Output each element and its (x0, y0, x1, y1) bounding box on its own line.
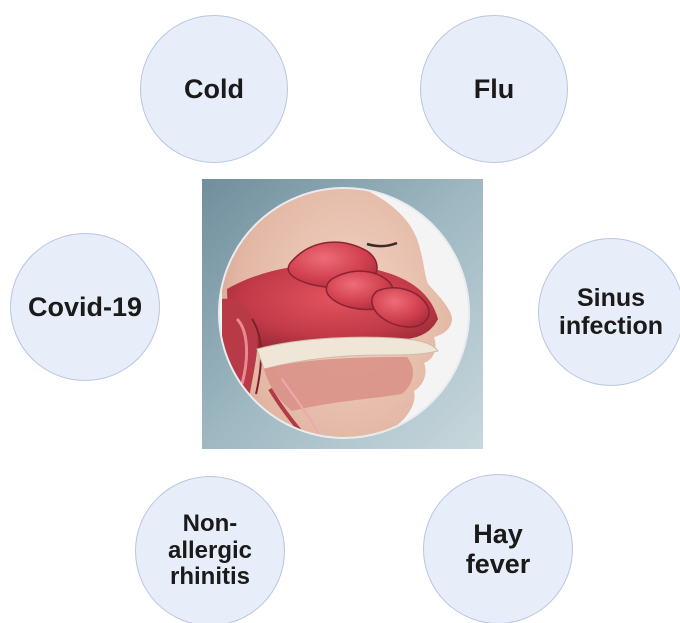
sinus-infection-label: Sinus infection (559, 284, 663, 340)
non-allergic-rhinitis-bubble: Non- allergic rhinitis (135, 476, 285, 623)
covid-bubble: Covid-19 (10, 233, 160, 381)
non-allergic-rhinitis-label: Non- allergic rhinitis (168, 511, 252, 592)
hay-fever-label: Hay fever (466, 519, 531, 579)
cold-label: Cold (184, 74, 244, 104)
hay-fever-bubble: Hay fever (423, 474, 573, 623)
flu-label: Flu (474, 74, 515, 104)
nasal-anatomy-illustration (202, 179, 483, 449)
covid-label: Covid-19 (28, 292, 142, 322)
sinus-infection-bubble: Sinus infection (538, 238, 680, 386)
cold-bubble: Cold (140, 15, 288, 163)
flu-bubble: Flu (420, 15, 568, 163)
nasal-anatomy-svg (202, 179, 483, 449)
